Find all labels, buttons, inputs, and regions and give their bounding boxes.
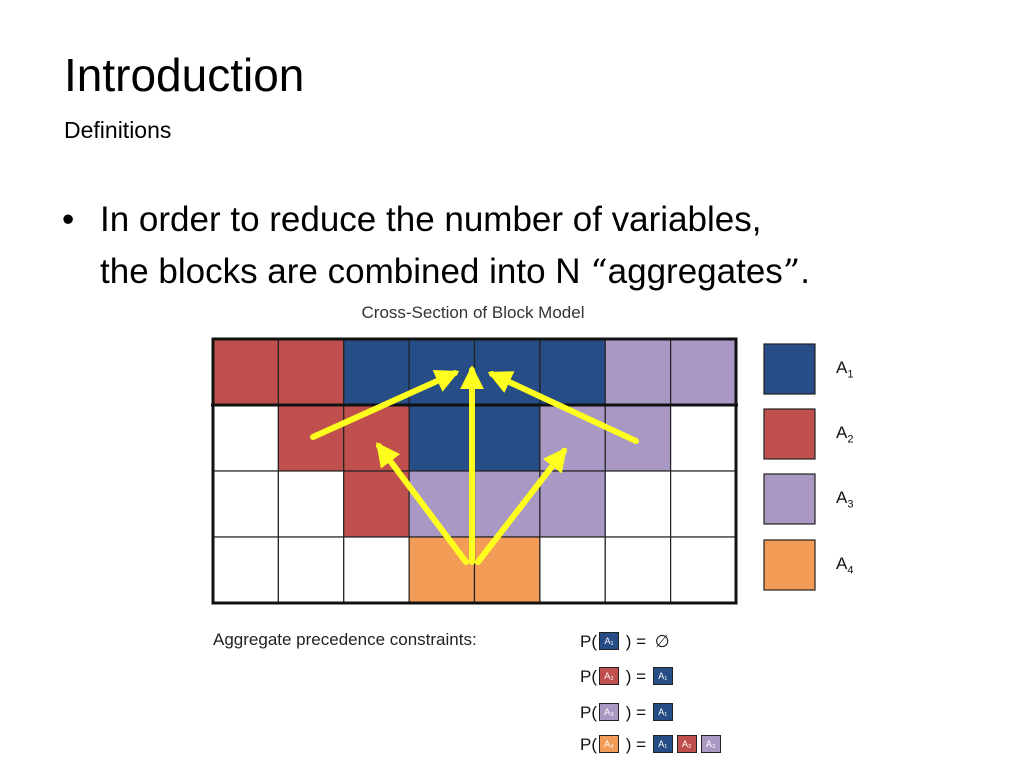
bullet-text: In order to reduce the number of variabl… bbox=[100, 194, 980, 298]
legend-label-base: A bbox=[836, 358, 848, 377]
precedence-open: P( bbox=[580, 735, 597, 754]
aggregate-chip-a3: A₃ bbox=[700, 734, 721, 753]
block-cell-empty bbox=[212, 470, 279, 538]
quoted-word: aggregates bbox=[607, 252, 783, 291]
block-cell-a1 bbox=[408, 338, 476, 406]
arrow-a4-to-a3 bbox=[475, 447, 567, 565]
empty-set-icon: ∅ bbox=[654, 632, 670, 652]
precedence-equals: ) = bbox=[621, 735, 651, 754]
block-cell-empty bbox=[212, 404, 279, 472]
precedence-open: P( bbox=[580, 703, 597, 722]
block-cell-empty bbox=[212, 536, 279, 604]
aggregate-chip-a1: A₁ bbox=[599, 631, 619, 650]
aggregate-chip-a2: A₂ bbox=[599, 666, 619, 685]
precedence-row-a3: P(A₃ ) = A₁ bbox=[580, 702, 675, 724]
precedence-row-a1: P(A₁ ) = ∅ bbox=[580, 631, 670, 653]
aggregate-chip-a4: A₄ bbox=[599, 734, 619, 753]
precedence-open: P( bbox=[580, 667, 597, 686]
aggregate-chip-a2: A₂ bbox=[676, 734, 697, 753]
aggregate-chip-a1: A₁ bbox=[652, 666, 673, 685]
block-cell-empty bbox=[604, 470, 672, 538]
close-quote: ” bbox=[782, 252, 801, 292]
legend-label-a3: A3 bbox=[836, 488, 853, 510]
block-cell-a2 bbox=[343, 404, 410, 472]
block-cell-a3 bbox=[539, 404, 606, 472]
legend-label-a2: A2 bbox=[836, 423, 853, 445]
precedence-equals: ) = bbox=[621, 632, 651, 651]
bullet-period: . bbox=[800, 252, 810, 291]
precedence-row-a2: P(A₂ ) = A₁ bbox=[580, 666, 675, 688]
block-cell-a4 bbox=[473, 536, 541, 604]
figure-title: Cross-Section of Block Model bbox=[361, 303, 585, 322]
block-cell-a3 bbox=[670, 338, 737, 406]
block-cell-empty bbox=[539, 536, 606, 604]
block-cell-a1 bbox=[408, 404, 476, 472]
legend-label-a4: A4 bbox=[836, 554, 853, 576]
legend-label-base: A bbox=[836, 423, 848, 442]
open-quote: “ bbox=[590, 252, 608, 292]
block-cell-a3 bbox=[539, 470, 606, 538]
bullet-line-2-start: the blocks are combined into N bbox=[100, 252, 591, 291]
legend-label-subscript: 1 bbox=[847, 368, 854, 381]
precedence-equals: ) = bbox=[621, 667, 651, 686]
block-cell-a2 bbox=[343, 470, 410, 538]
precedence-open: P( bbox=[580, 632, 597, 651]
block-cell-a2 bbox=[277, 338, 345, 406]
legend-label-subscript: 2 bbox=[847, 433, 854, 446]
slide-subtitle: Definitions bbox=[64, 117, 172, 143]
legend-label-subscript: 4 bbox=[847, 564, 854, 577]
bullet-line-1: In order to reduce the number of variabl… bbox=[100, 200, 762, 239]
arrow-a2-to-a1 bbox=[310, 369, 460, 440]
block-cell-a3 bbox=[604, 338, 672, 406]
bullet-line-2: the blocks are combined into N “aggregat… bbox=[100, 246, 980, 298]
aggregate-chip-a3: A₃ bbox=[599, 702, 619, 721]
block-cell-a1 bbox=[473, 338, 541, 406]
legend-label-base: A bbox=[836, 554, 848, 573]
block-cell-empty bbox=[343, 536, 410, 604]
block-cell-a3 bbox=[604, 404, 672, 472]
legend-swatch-a2 bbox=[763, 408, 816, 460]
slide-title: Introduction bbox=[64, 49, 305, 101]
aggregate-chip-a1: A₁ bbox=[652, 702, 673, 721]
block-cell-a4 bbox=[408, 536, 476, 604]
legend-label-a1: A1 bbox=[836, 358, 853, 380]
block-cell-empty bbox=[277, 470, 345, 538]
block-cell-empty bbox=[670, 470, 737, 538]
block-cell-empty bbox=[604, 536, 672, 604]
legend-label-subscript: 3 bbox=[847, 498, 854, 511]
precedence-title: Aggregate precedence constraints: bbox=[213, 630, 477, 649]
legend-swatch-a1 bbox=[763, 343, 816, 395]
block-cell-empty bbox=[670, 536, 737, 604]
precedence-equals: ) = bbox=[621, 703, 651, 722]
arrow-a3-to-a1 bbox=[487, 371, 639, 444]
legend-label-base: A bbox=[836, 488, 848, 507]
arrow-a4-to-a2 bbox=[376, 442, 469, 565]
block-cell-empty bbox=[277, 536, 345, 604]
block-cell-empty bbox=[670, 404, 737, 472]
legend-swatch-a3 bbox=[763, 473, 816, 525]
grid-outer-border bbox=[211, 337, 738, 605]
legend-swatch-a4 bbox=[763, 539, 816, 591]
bullet-icon: • bbox=[62, 200, 75, 239]
block-cell-a1 bbox=[539, 338, 606, 406]
aggregate-chip-a1: A₁ bbox=[652, 734, 673, 753]
block-cell-a2 bbox=[212, 338, 279, 406]
block-cell-a1 bbox=[473, 404, 541, 472]
